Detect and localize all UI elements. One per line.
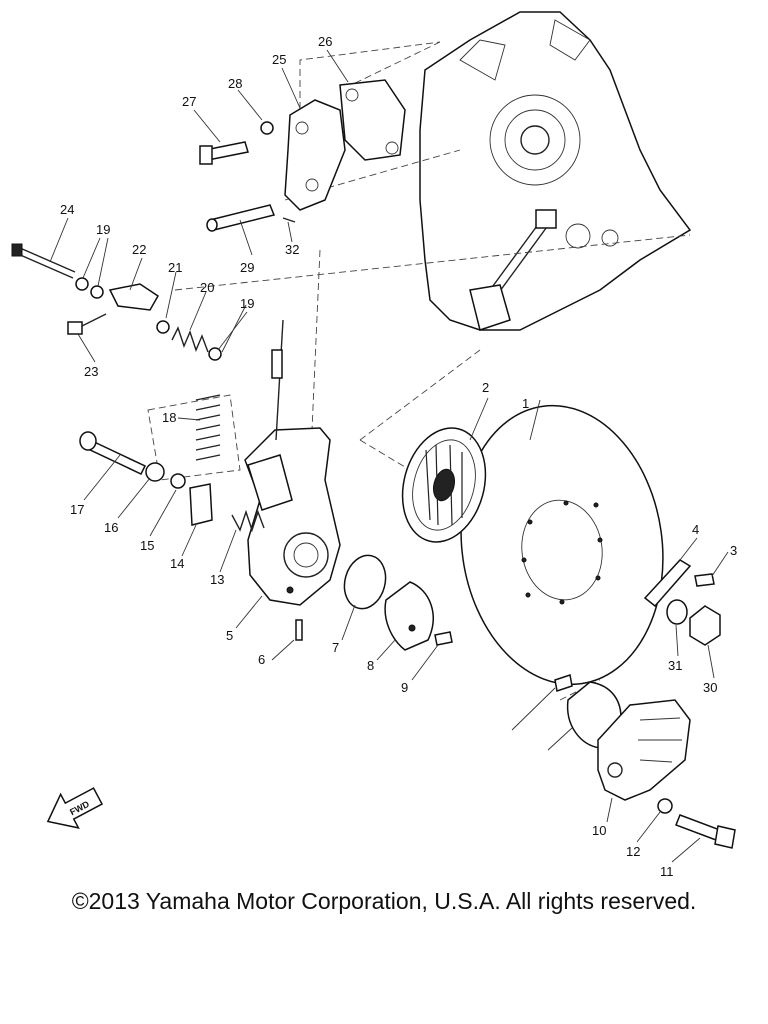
callout-30: 30 <box>703 680 717 695</box>
callout-23: 23 <box>84 364 98 379</box>
callout-28: 28 <box>228 76 242 91</box>
callout-leaders <box>49 49 729 863</box>
callout-1: 1 <box>522 396 529 411</box>
callout-12: 12 <box>626 844 640 859</box>
callout-labels: 1 2 3 4 5 6 7 8 9 10 11 12 13 14 15 16 1… <box>60 34 737 879</box>
brake-pads-front <box>343 554 434 651</box>
callout-20: 20 <box>200 280 214 295</box>
callout-32: 32 <box>285 242 299 257</box>
fwd-arrow-icon: FWD <box>46 787 104 829</box>
callout-6: 6 <box>258 652 265 667</box>
callout-3: 3 <box>730 543 737 558</box>
mount-bracket <box>284 79 406 211</box>
callout-19a: 19 <box>96 222 110 237</box>
callout-27: 27 <box>182 94 196 109</box>
callout-24: 24 <box>60 202 74 217</box>
callout-31: 31 <box>668 658 682 673</box>
fasteners <box>11 121 736 849</box>
callout-14: 14 <box>170 556 184 571</box>
callout-19b: 19 <box>240 296 254 311</box>
brake-caliper-rear <box>566 681 691 801</box>
callout-15: 15 <box>140 538 154 553</box>
callout-13: 13 <box>210 572 224 587</box>
callout-26: 26 <box>318 34 332 49</box>
callout-4: 4 <box>692 522 699 537</box>
callout-18: 18 <box>162 410 176 425</box>
callout-22: 22 <box>132 242 146 257</box>
callout-17: 17 <box>70 502 84 517</box>
engine-case <box>419 11 692 331</box>
callout-11: 11 <box>660 864 674 879</box>
callout-7: 7 <box>332 640 339 655</box>
callout-21: 21 <box>168 260 182 275</box>
brake-hub <box>401 427 487 543</box>
callout-9: 9 <box>401 680 408 695</box>
brake-disc <box>460 404 664 686</box>
callout-25: 25 <box>272 52 286 67</box>
callout-29: 29 <box>240 260 254 275</box>
callout-10: 10 <box>592 823 606 838</box>
exploded-parts-diagram: 1 2 3 4 5 6 7 8 9 10 11 12 13 14 15 16 1… <box>11 11 737 879</box>
caliper-bracket <box>244 427 341 606</box>
copyright-notice: ©2013 Yamaha Motor Corporation, U.S.A. A… <box>71 888 697 914</box>
callout-16: 16 <box>104 520 118 535</box>
callout-2: 2 <box>482 380 489 395</box>
callout-5: 5 <box>226 628 233 643</box>
callout-8: 8 <box>367 658 374 673</box>
